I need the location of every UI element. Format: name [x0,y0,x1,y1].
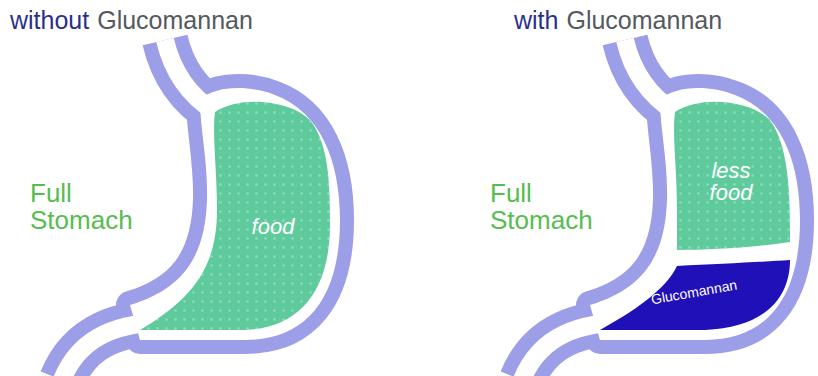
esophagus-interior [165,40,215,112]
food-blob [674,102,790,250]
stomach-label: Full Stomach [490,180,610,233]
heading-word: Glucomannan [97,6,253,35]
food-label: food [208,216,338,238]
food-label: less food [700,160,762,205]
esophagus-wall [165,40,215,112]
panel-heading: with Glucomannan [514,6,722,35]
stomach-wall [590,88,800,340]
stomach-interior [590,88,800,340]
glucomannan-blob [600,260,790,330]
glucomannan-region: Glucomannan [598,255,794,333]
duodenum-interior [522,322,630,376]
stomach-wall [130,88,340,340]
esophagus-interior [625,40,675,112]
heading-word: without [10,6,89,35]
food-region: less food [670,98,794,254]
heading-word: with [514,6,558,35]
stomach-outline: Full Stomachfood [0,40,400,376]
esophagus-wall [625,40,675,112]
food-region: food [138,98,334,332]
duodenum-interior [62,322,170,376]
duodenum-wall [522,322,630,376]
panel-heading: without Glucomannan [10,6,253,35]
heading-word: Glucomannan [566,6,722,35]
food-blob [140,102,330,330]
stomach-outline: Full Stomach less foodGlucomannan [460,40,818,376]
duodenum-wall [62,322,170,376]
stomach-interior [130,88,340,340]
stomach-label: Full Stomach [30,180,150,233]
food-region [138,98,334,332]
